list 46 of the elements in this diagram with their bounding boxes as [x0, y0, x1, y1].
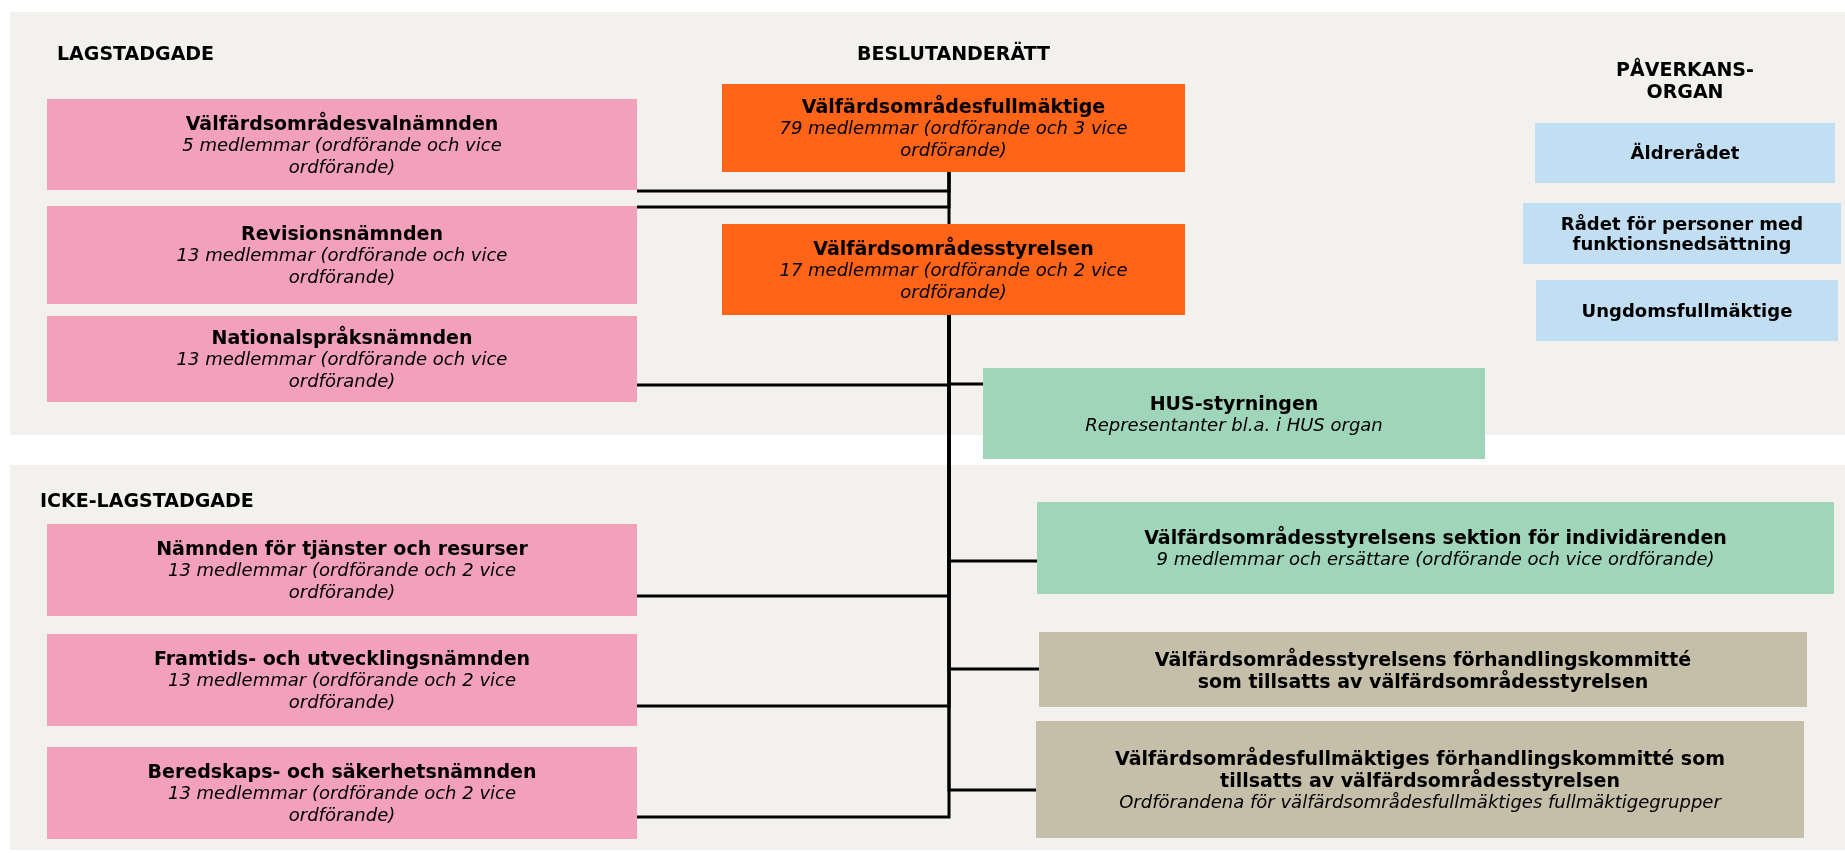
body-name: Beredskaps- och säkerhetsnämnden [147, 760, 537, 782]
committee-box [47, 99, 637, 190]
body-name: Välfärdsområdesstyrelsens sektion för individärenden [1144, 526, 1727, 548]
body-name: Äldrerådet [1630, 143, 1740, 163]
member-note: 79 medlemmar (ordförande och 3 vice ordförande) [778, 117, 1129, 161]
council-box [722, 84, 1185, 172]
member-note: 13 medlemmar (ordförande och vice ordförande) [175, 348, 509, 392]
connector-line [947, 172, 951, 224]
body-name: HUS-styrningen [1149, 391, 1319, 414]
member-note: 13 medlemmar (ordförande och 2 vice ordförande) [166, 669, 518, 713]
body-name: Nationalspråksnämnden [211, 326, 473, 348]
body-name: Ungdomsfullmäktige [1581, 300, 1793, 321]
council-box [1535, 123, 1835, 183]
body-name: Välfärdsområdesstyrelsen [813, 236, 1094, 259]
column-heading: BESLUTANDERÄTT [855, 42, 1052, 64]
body-name: Framtids- och utvecklingsnämnden [153, 647, 531, 669]
column-heading: ICKE-LAGSTADGADE [40, 489, 254, 511]
body-name: Välfärdsområdesfullmäktiges förhandlingskommitté som tillsatts av välfärdsområdesstyrelsen [1114, 746, 1726, 791]
committee-box [47, 316, 637, 402]
council-box [1536, 280, 1838, 341]
committee-box [47, 524, 637, 616]
body-name: Välfärdsområdesvalnämnden [185, 111, 499, 134]
member-note: 9 medlemmar och ersättare (ordförande och vice ordförande) [1156, 548, 1715, 570]
committee-box [47, 634, 637, 726]
member-note: 13 medlemmar (ordförande och vice ordförande) [175, 244, 509, 288]
member-note: Ordförandena för välfärdsområdesfullmäktiges fullmäktigegrupper [1119, 790, 1721, 813]
column-heading: PÅVERKANS-ORGAN [1615, 58, 1755, 102]
body-name: Nämnden för tjänster och resurser [156, 537, 528, 559]
committee-box [47, 747, 637, 839]
council-box [722, 224, 1185, 315]
committee-box [47, 206, 637, 304]
member-note: Representanter bl.a. i HUS organ [1085, 413, 1383, 436]
member-note: 13 medlemmar (ordförande och 2 vice ordförande) [166, 782, 518, 826]
body-name: Rådet för personer med funktionsnedsättning [1559, 213, 1805, 254]
committee-box [1036, 721, 1804, 838]
member-note: 13 medlemmar (ordförande och 2 vice ordförande) [166, 559, 518, 603]
body-box [983, 368, 1485, 459]
body-name: Välfärdsområdesfullmäktige [801, 95, 1106, 117]
member-note: 17 medlemmar (ordförande och 2 vice ordförande) [778, 258, 1129, 303]
council-box [1523, 203, 1841, 264]
member-note: 5 medlemmar (ordförande och vice ordförande) [181, 133, 503, 178]
column-heading: LAGSTADGADE [57, 42, 215, 64]
body-box [1037, 502, 1834, 594]
body-name: Välfärdsområdesstyrelsens förhandlingskommitté som tillsatts av välfärdsområdesstyrelsen [1153, 647, 1693, 692]
body-name: Revisionsnämnden [241, 222, 443, 244]
committee-box [1039, 632, 1807, 707]
